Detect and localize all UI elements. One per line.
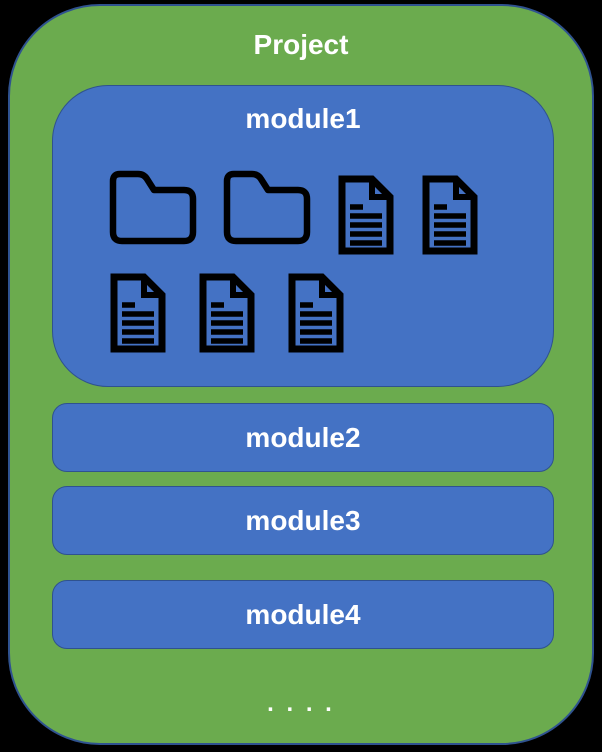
document-icon — [199, 273, 255, 353]
module1-container: module1 — [52, 85, 554, 387]
module1-title: module1 — [245, 103, 361, 134]
more-modules-ellipsis: . . . . — [267, 690, 335, 717]
module4-label: module4 — [245, 598, 361, 630]
document-icon — [110, 273, 166, 353]
document-icon — [422, 175, 478, 255]
module3-bar: module3 — [52, 486, 554, 555]
project-container: Project module1 — [8, 4, 594, 745]
module4-bar: module4 — [52, 580, 554, 649]
document-icon — [338, 175, 394, 255]
folder-icon — [109, 170, 197, 245]
module1-icon-row-1 — [53, 161, 553, 255]
folder-icon — [223, 170, 311, 245]
module3-label: module3 — [245, 504, 361, 536]
module2-label: module2 — [245, 421, 361, 453]
project-title: Project — [253, 29, 349, 60]
module1-icon-row-2 — [53, 271, 553, 355]
module2-bar: module2 — [52, 403, 554, 472]
document-icon — [288, 273, 344, 353]
